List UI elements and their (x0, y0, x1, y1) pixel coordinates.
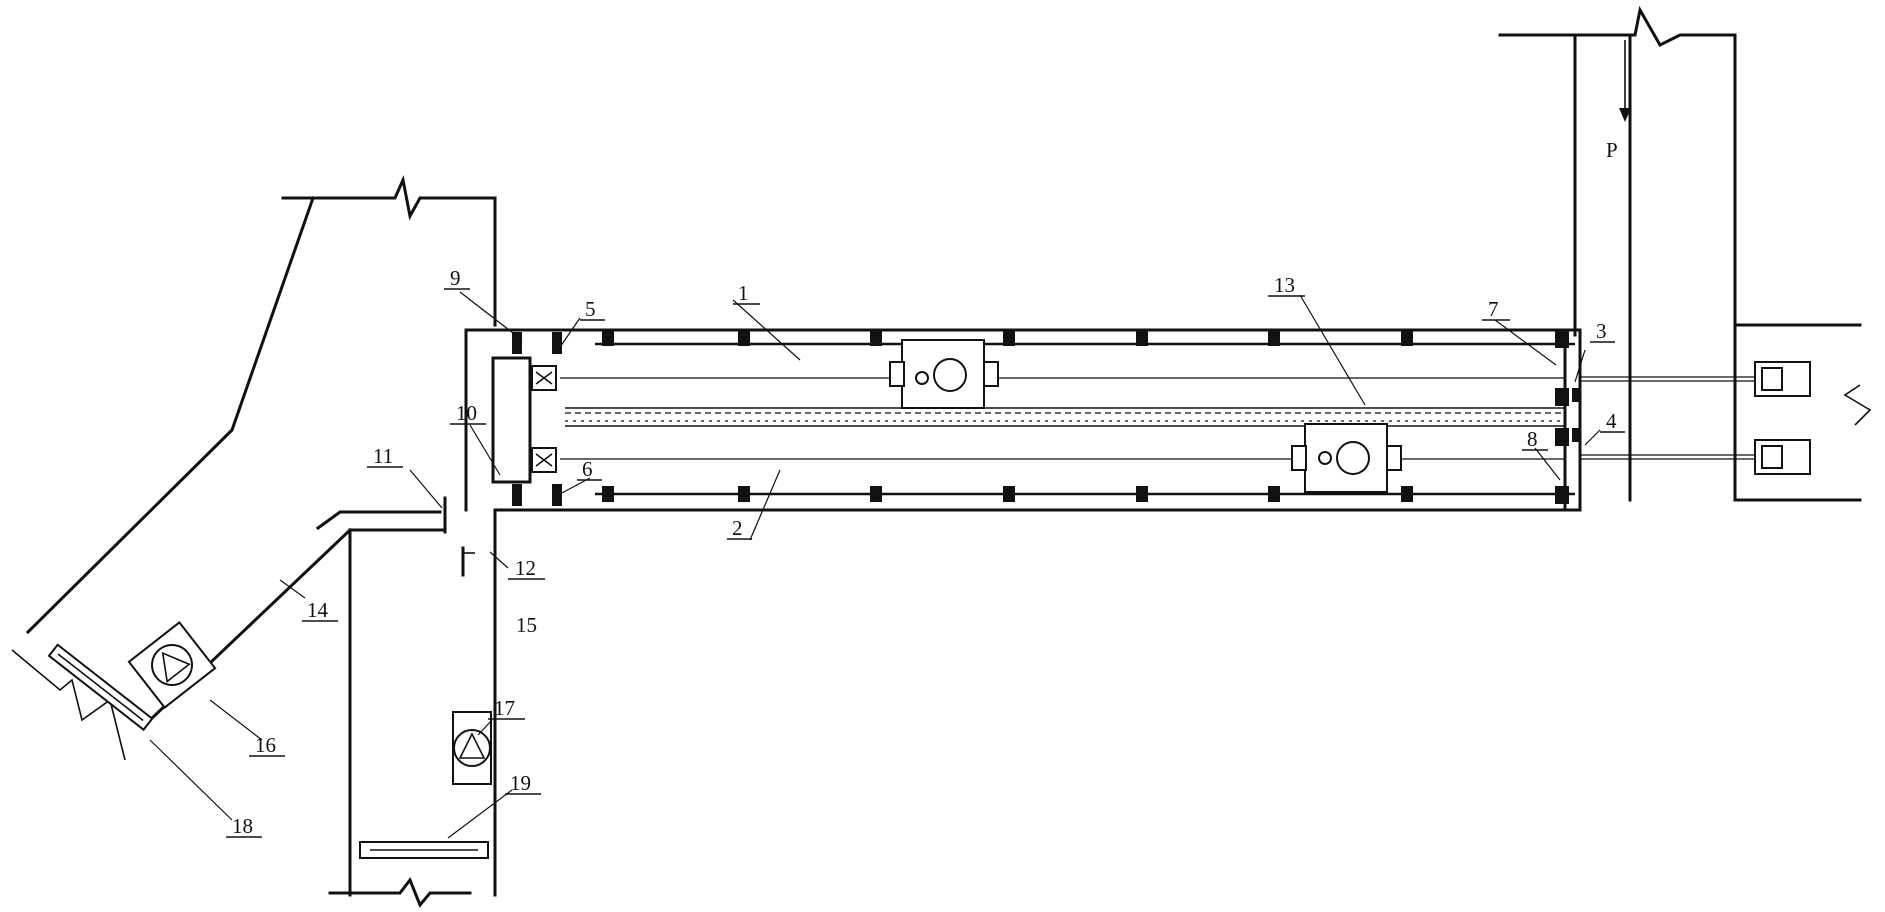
support-block (1268, 330, 1280, 346)
pump-17 (452, 711, 492, 785)
label-16: 16 (255, 733, 276, 757)
label-1: 1 (738, 281, 749, 305)
support-block (1003, 330, 1015, 346)
label-3: 3 (1596, 319, 1607, 343)
support-block (1136, 330, 1148, 346)
support-block (1555, 486, 1569, 504)
label-4: 4 (1606, 409, 1617, 433)
label-9: 9 (450, 266, 461, 290)
support-block (1268, 486, 1280, 502)
door-19 (359, 841, 489, 859)
support-block (870, 330, 882, 346)
label-10: 10 (456, 401, 477, 425)
terminal-boxes (1754, 361, 1811, 475)
support-block (1003, 486, 1015, 502)
label-19: 19 (510, 771, 531, 795)
support-block (870, 486, 882, 502)
support-block (1136, 486, 1148, 502)
support-block (1401, 486, 1413, 502)
door-18 (47, 643, 154, 732)
label-8: 8 (1527, 427, 1538, 451)
support-block (738, 486, 750, 502)
support-block (1555, 330, 1569, 348)
callout-labels: 1 2 3 4 5 6 7 8 9 10 11 12 13 14 15 16 1… (226, 138, 1625, 838)
pump-16 (127, 621, 217, 709)
label-18: 18 (232, 814, 253, 838)
label-6: 6 (582, 457, 593, 481)
label-13: 13 (1274, 273, 1295, 297)
label-17: 17 (494, 696, 515, 720)
direction-arrow (1619, 40, 1631, 122)
track-rails (560, 342, 1755, 496)
label-15: 15 (516, 613, 537, 637)
support-block (602, 486, 614, 502)
winch-unit-lower (1291, 423, 1402, 493)
pulley-blocks (512, 332, 562, 506)
support-block (738, 330, 750, 346)
building-walls (11, 5, 1872, 908)
label-7: 7 (1488, 297, 1499, 321)
label-2: 2 (732, 516, 743, 540)
winch-unit-upper (889, 339, 999, 409)
leader-lines (149, 291, 1601, 839)
label-5: 5 (585, 297, 596, 321)
support-block (602, 330, 614, 346)
support-block (1401, 330, 1413, 346)
direction-label: P (1606, 138, 1618, 162)
label-14: 14 (307, 598, 329, 622)
label-11: 11 (373, 444, 393, 468)
label-12: 12 (515, 556, 536, 580)
support-blocks (602, 328, 1580, 512)
